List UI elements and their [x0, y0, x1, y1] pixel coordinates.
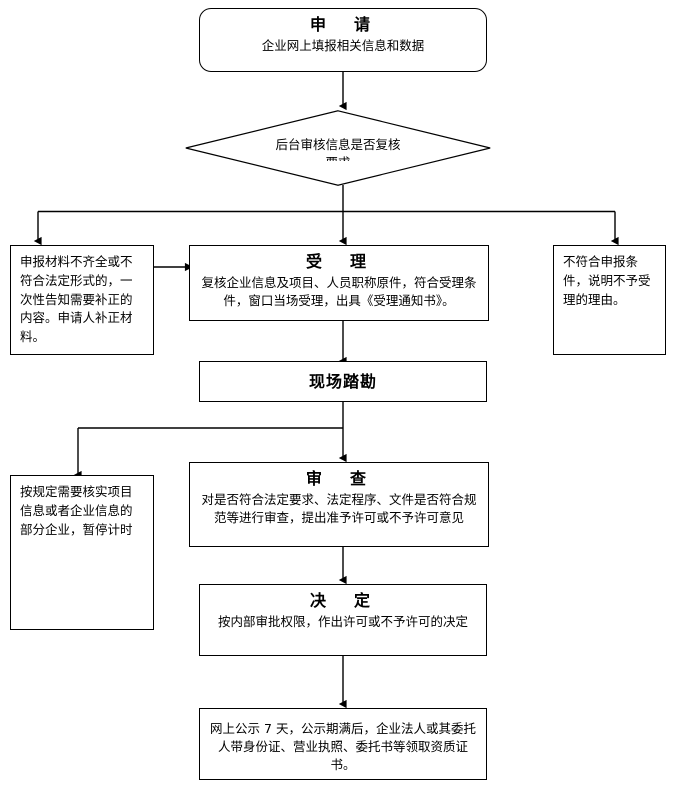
node-review-title: 审 查 — [305, 469, 372, 488]
node-supplement-body: 申报材料不齐全或不符合法定形式的，一次性告知需要补正的内容。申请人补正材料。 — [20, 254, 133, 344]
node-publish-body: 网上公示 7 天，公示期满后，企业法人或其委托人带身份证、营业执照、委托书等领取… — [210, 721, 476, 773]
node-decide[interactable]: 决 定 按内部审批权限，作出许可或不予许可的决定 — [199, 584, 487, 656]
node-apply-body: 企业网上填报相关信息和数据 — [261, 37, 425, 53]
node-review[interactable]: 审 查 对是否符合法定要求、法定程序、文件是否符合规范等进行审查，提出准予许可或… — [189, 462, 489, 547]
node-supplement[interactable]: 申报材料不齐全或不符合法定形式的，一次性告知需要补正的内容。申请人补正材料。 — [10, 245, 154, 355]
node-apply[interactable]: 申 请 企业网上填报相关信息和数据 — [199, 8, 487, 72]
node-accept[interactable]: 受 理 复核企业信息及项目、人员职称原件，符合受理条件，窗口当场受理，出具《受理… — [189, 245, 489, 321]
node-decide-body: 按内部审批权限，作出许可或不予许可的决定 — [217, 613, 468, 629]
node-pause[interactable]: 按规定需要核实项目信息或者企业信息的部分企业，暂停计时 — [10, 475, 154, 630]
node-accept-title: 受 理 — [305, 252, 372, 271]
node-survey[interactable]: 现场踏勘 — [199, 361, 487, 402]
node-publish[interactable]: 网上公示 7 天，公示期满后，企业法人或其委托人带身份证、营业执照、委托书等领取… — [199, 708, 487, 780]
node-decision-line1: 后台审核信息是否复核 — [275, 137, 401, 152]
node-decision[interactable]: 后台审核信息是否复核 要求 — [185, 110, 491, 186]
node-reject[interactable]: 不符合申报条件，说明不予受理的理由。 — [553, 245, 666, 355]
node-decide-title: 决 定 — [309, 591, 376, 610]
node-decision-line2: 要求 — [185, 154, 491, 161]
node-review-body: 对是否符合法定要求、法定程序、文件是否符合规范等进行审查，提出准予许可或不予许可… — [201, 491, 477, 525]
node-decision-label: 后台审核信息是否复核 要求 — [185, 136, 491, 161]
node-accept-body: 复核企业信息及项目、人员职称原件，符合受理条件，窗口当场受理，出具《受理通知书》… — [201, 274, 477, 308]
node-pause-body: 按规定需要核实项目信息或者企业信息的部分企业，暂停计时 — [20, 484, 133, 537]
node-apply-title: 申 请 — [309, 15, 376, 34]
decision-shape — [185, 110, 491, 186]
node-survey-title: 现场踏勘 — [308, 371, 377, 391]
node-reject-body: 不符合申报条件，说明不予受理的理由。 — [563, 254, 651, 307]
